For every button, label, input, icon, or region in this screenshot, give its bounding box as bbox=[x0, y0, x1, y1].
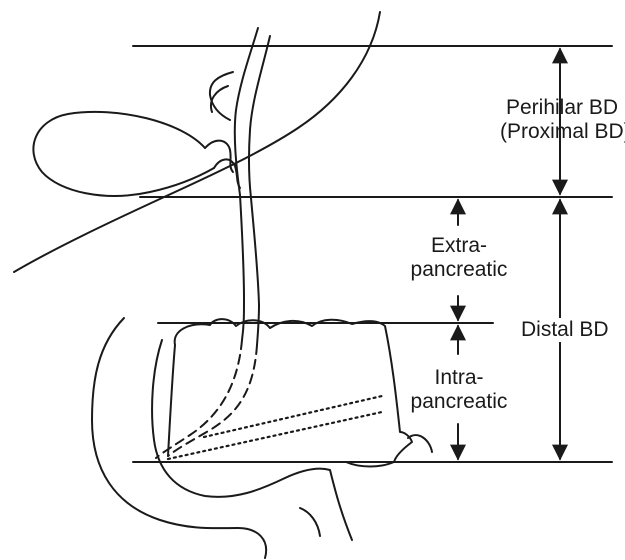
distal-label: Distal BD bbox=[519, 318, 611, 342]
duodenum-lower-right-inner bbox=[300, 508, 320, 536]
intra-pancreatic-label: Intra- pancreatic bbox=[404, 366, 514, 414]
left-hepatic-duct bbox=[235, 28, 258, 195]
pancreas-outline bbox=[168, 319, 412, 466]
intra-pancreatic-label-line2: pancreatic bbox=[404, 390, 514, 414]
perihilar-label: Perihilar BD (Proximal BD) bbox=[500, 96, 624, 144]
right-hepatic-duct bbox=[249, 36, 270, 198]
extra-pancreatic-label-line1: Extra- bbox=[404, 234, 514, 258]
pancreas-body-right bbox=[408, 435, 432, 452]
intra-pancreatic-label-line1: Intra- bbox=[404, 366, 514, 390]
liver-outline bbox=[14, 12, 380, 272]
extra-pancreatic-label-line2: pancreatic bbox=[404, 258, 514, 282]
hepatic-branch-left bbox=[211, 86, 228, 112]
perihilar-label-line1: Perihilar BD bbox=[500, 96, 624, 120]
duodenum-inner bbox=[152, 340, 285, 497]
extra-pancreatic-label: Extra- pancreatic bbox=[404, 234, 514, 282]
intrapancreatic-duct-right bbox=[168, 345, 257, 456]
common-bile-duct-left bbox=[240, 195, 244, 340]
perihilar-label-line2: (Proximal BD) bbox=[500, 120, 624, 144]
gallbladder bbox=[33, 112, 214, 196]
